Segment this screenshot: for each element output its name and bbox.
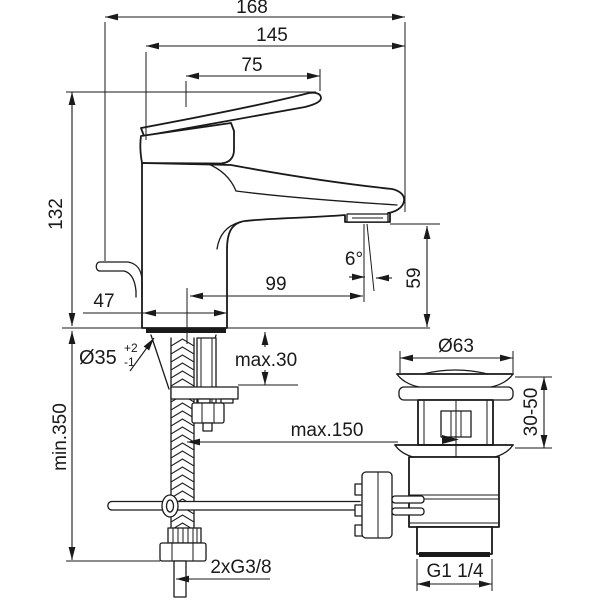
dim-base-width: 47 — [83, 291, 227, 317]
shank-flare-left — [150, 334, 170, 390]
dim-145-label: 145 — [256, 25, 288, 46]
faucet-body-spout — [141, 162, 406, 329]
dimensions: 168 145 75 132 min.350 — [46, 0, 552, 591]
drain-threaded-tail — [416, 526, 493, 557]
dim-deck-thickness: max.30 — [235, 332, 298, 386]
dim-59-label: 59 — [404, 267, 425, 288]
under-deck-assembly — [107, 334, 362, 598]
drain-body — [417, 399, 494, 461]
dim-3050-label: 30-50 — [521, 388, 542, 437]
dim-min350-label: min.350 — [50, 403, 71, 471]
base-gasket — [146, 328, 226, 333]
dim-max30-label: max.30 — [235, 350, 297, 371]
stream-angle-line — [366, 223, 375, 292]
faucet-handle-grip-hook — [95, 261, 143, 298]
dim-supply-thread: 2xG3/8 — [176, 557, 272, 583]
faucet — [62, 91, 430, 344]
pop-up-rod — [107, 494, 362, 518]
ball-joint-nut — [354, 471, 425, 539]
dim-dia63-label: Ø63 — [438, 336, 474, 357]
dim-stream-angle: 6° — [345, 249, 392, 282]
rod-guide-joint — [161, 494, 179, 518]
dim-dia35-label: Ø35+2-1 — [79, 341, 138, 369]
dim-waste-flange: Ø63 — [399, 336, 514, 373]
supply-nut — [191, 402, 225, 432]
spout-top-accent — [205, 162, 398, 206]
mounting-plate-notch — [220, 398, 234, 404]
dim-6deg-label: 6° — [345, 249, 363, 270]
dim-deck-hole: Ø35+2-1 — [79, 337, 155, 372]
dim-75-label: 75 — [241, 55, 262, 76]
hose-crimp-ferrule — [167, 527, 202, 544]
dim-168-label: 168 — [236, 0, 268, 18]
dim-99-label: 99 — [265, 274, 286, 295]
dim-body-height: 132 — [46, 91, 316, 326]
pop-up-waste-drain — [354, 369, 514, 557]
dim-waste-thread: G1 1/4 — [416, 559, 493, 591]
dim-spout-reach: 99 — [190, 224, 365, 302]
faucet-handle-lever — [140, 91, 322, 137]
dim-spout-depth: 145 — [145, 25, 405, 140]
dim-g114-label: G1 1/4 — [426, 561, 483, 582]
dim-clamp-range: 30-50 — [515, 376, 552, 449]
faucet-cartridge-dome — [139, 122, 235, 165]
dim-132-label: 132 — [46, 198, 67, 230]
rod-fork-prong — [391, 507, 425, 516]
dim-max150-label: max.150 — [291, 420, 364, 441]
drain-plug-dome — [422, 369, 489, 375]
dim-supply-hose-min: min.350 — [50, 331, 160, 562]
dim-total-depth: 168 — [104, 0, 406, 261]
dim-rod-reach: max.150 — [187, 420, 398, 446]
dim-2xg38-label: 2xG3/8 — [210, 557, 271, 578]
hose-end-nut — [159, 542, 207, 562]
dim-47-label: 47 — [93, 291, 114, 312]
drain-top-flange — [396, 373, 514, 401]
dim-spout-clearance: 59 — [390, 223, 440, 327]
drain-lower-flange — [394, 444, 514, 458]
drain-lower-body — [408, 456, 500, 528]
mounting-plate — [170, 386, 239, 400]
rod-fork-prong — [391, 495, 425, 504]
lever-pivot-arrow — [442, 435, 459, 444]
dim-handle-depth: 75 — [185, 55, 321, 107]
spout-chin-accent — [216, 221, 241, 250]
